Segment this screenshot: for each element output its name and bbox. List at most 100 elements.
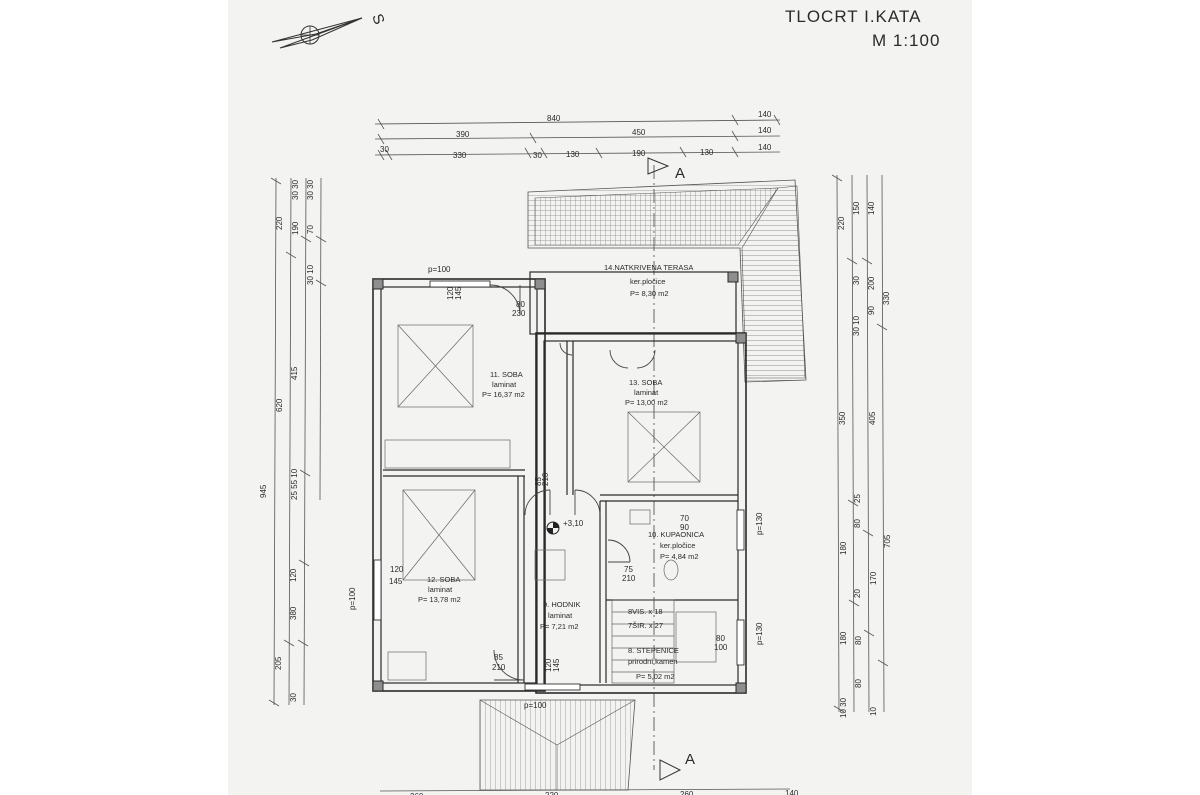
room-floor: laminat <box>492 380 517 389</box>
section-marker-bottom-icon <box>659 759 682 781</box>
opening-h: 90 <box>680 523 689 532</box>
drawing-sheet: TLOCRT I.KATA M 1:100 S 840 140 390 450 … <box>228 0 972 795</box>
dim-left-120: 120 <box>289 568 298 582</box>
opening-annotations: 120 145 80 230 p=100 85 210 70 90 75 210… <box>348 265 764 710</box>
section-label-bottom: A <box>685 751 695 768</box>
room-area: P= 13,78 m2 <box>418 595 461 604</box>
room-floor: prirodni kamen <box>628 657 678 666</box>
bottom-dimensions <box>379 788 791 792</box>
dim-right-30-10: 30 10 <box>852 315 861 336</box>
opening-w: 120 <box>446 286 455 300</box>
dim-top-130b: 130 <box>700 148 714 157</box>
dim-top-130a: 130 <box>566 150 580 159</box>
dim-left-945: 945 <box>259 484 268 498</box>
dim-top-390: 390 <box>456 130 470 139</box>
dim-right-90: 90 <box>867 306 876 315</box>
dim-right-350: 350 <box>838 411 847 425</box>
plan-scale: M 1:100 <box>872 31 940 50</box>
opening-w: 120 <box>390 565 404 574</box>
dim-bottom-260a: 260 <box>410 792 424 795</box>
room-area: P= 4,84 m2 <box>660 552 699 561</box>
opening-h: 145 <box>454 286 463 300</box>
sill-height: p=100 <box>428 265 451 274</box>
dim-top-30a: 30 <box>380 145 389 154</box>
dim-right-80a: 80 <box>853 519 862 528</box>
dim-bottom-260b: 260 <box>680 790 694 795</box>
room-name: 8. STEPENICE <box>628 646 679 655</box>
room-soba12: 12. SOBA laminat P= 13,78 m2 <box>418 575 461 604</box>
right-dimensions <box>831 174 889 713</box>
room-hodnik: 9. HODNIK laminat P= 7,21 m2 <box>540 600 581 631</box>
room-floor: laminat <box>548 611 573 620</box>
level-mark-icon <box>546 521 560 535</box>
top-dimensions <box>374 114 781 161</box>
opening-w: 85 <box>534 477 543 486</box>
dim-right-10-30: 10 30 <box>839 697 848 718</box>
dim-right-25: 25 <box>853 494 862 503</box>
opening-h: 145 <box>389 577 403 586</box>
room-floor: laminat <box>634 388 659 397</box>
windows <box>373 280 745 691</box>
furniture <box>384 324 717 684</box>
dim-bottom-140: 140 <box>785 789 799 795</box>
sill-height: p=100 <box>524 701 547 710</box>
dim-right-200: 200 <box>867 276 876 290</box>
dim-right-405: 405 <box>868 411 877 425</box>
dim-top-30b: 30 <box>533 151 542 160</box>
floor-plan: TLOCRT I.KATA M 1:100 S 840 140 390 450 … <box>259 7 940 795</box>
opening-w: 70 <box>680 514 689 523</box>
dim-right-20: 20 <box>853 589 862 598</box>
room-stepenice: 8. STEPENICE prirodni kamen P= 5,02 m2 <box>628 646 679 681</box>
opening-h: 210 <box>622 574 636 583</box>
dim-right-170: 170 <box>869 571 878 585</box>
section-marker-top-icon <box>647 157 670 175</box>
room-name: 12. SOBA <box>427 575 460 584</box>
room-area: P= 7,21 m2 <box>540 622 579 631</box>
dim-top-840: 840 <box>547 114 561 123</box>
sill-height: p=100 <box>348 587 357 610</box>
roof-front-plane <box>534 187 779 246</box>
room-floor: ker.pločice <box>660 541 695 550</box>
dim-top-330: 330 <box>453 151 467 160</box>
room-area: P= 8,30 m2 <box>630 289 669 298</box>
dim-left-25-55-10: 25 55 10 <box>290 468 299 500</box>
dim-bottom-220: 220 <box>545 791 559 795</box>
room-floor: laminat <box>428 585 453 594</box>
dim-right-705: 705 <box>883 534 892 548</box>
opening-w: 80 <box>516 300 525 309</box>
room-name: 9. HODNIK <box>543 600 581 609</box>
dim-top-140c: 140 <box>758 143 772 152</box>
plan-title: TLOCRT I.KATA <box>785 7 921 26</box>
opening-h: 145 <box>552 658 561 672</box>
dim-left-30-30a: 30 30 <box>291 179 300 200</box>
dim-right-30a: 30 <box>852 276 861 285</box>
dim-right-10: 10 <box>869 707 878 716</box>
dim-left-30-10: 30 10 <box>306 264 315 285</box>
dim-right-140: 140 <box>867 201 876 215</box>
dim-right-220: 220 <box>837 216 846 230</box>
room-area: P= 13,00 m2 <box>625 398 668 407</box>
north-arrow-icon <box>271 17 363 49</box>
left-dimensions <box>268 177 327 707</box>
room-name: 13. SOBA <box>629 378 662 387</box>
room-name: 14.NATKRIVENA TERASA <box>604 263 693 272</box>
dim-left-205: 205 <box>274 656 283 670</box>
dim-left-415: 415 <box>290 366 299 380</box>
room-floor: ker.pločice <box>630 277 665 286</box>
room-soba13: 13. SOBA laminat P= 13,00 m2 <box>625 378 668 407</box>
opening-h: 230 <box>512 309 526 318</box>
level-mark: +3,10 <box>563 519 584 528</box>
room-kupaonica: 10. KUPAONICA ker.pločice P= 4,84 m2 <box>648 530 704 561</box>
dim-top-140b: 140 <box>758 126 772 135</box>
dim-left-220: 220 <box>275 216 284 230</box>
stairs-riser-count: 8VIS. x 18 <box>628 607 663 616</box>
dim-left-70: 70 <box>306 225 315 234</box>
dim-top-450: 450 <box>632 128 646 137</box>
door-swings <box>489 284 656 681</box>
stairs-tread-count: 7ŠIR. x 27 <box>628 621 663 630</box>
room-area: P= 16,37 m2 <box>482 390 525 399</box>
dim-top-190: 190 <box>632 149 646 158</box>
room-area: P= 5,02 m2 <box>636 672 675 681</box>
dim-right-330: 330 <box>882 291 891 305</box>
interior-walls <box>383 341 738 683</box>
